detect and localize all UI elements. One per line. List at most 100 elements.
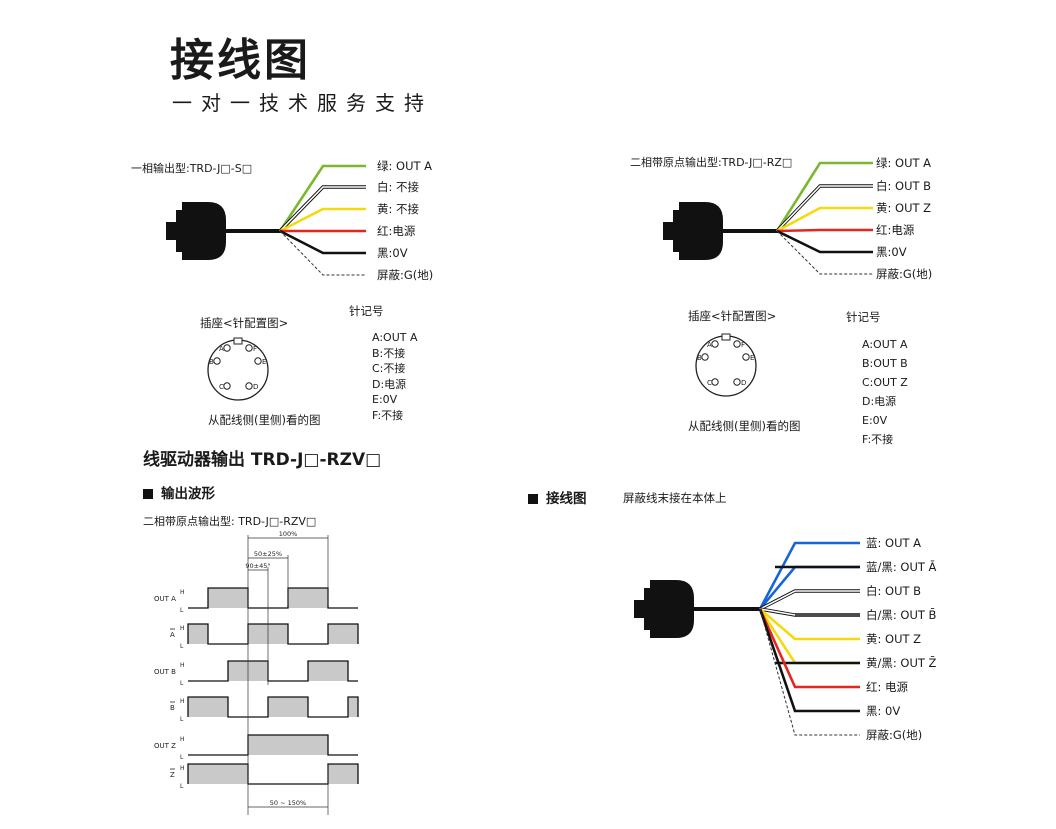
line-driver-wire-label: 黄/黑: OUT Z̄ [866,656,937,670]
single-phase-wire-shield [279,230,366,276]
encoder-shaft [663,222,673,240]
socket-pin-e [254,357,262,365]
level-low-label: L [180,783,184,790]
level-high-label: H [180,662,185,669]
level-low-label: L [180,716,184,723]
single-phase-wire-2 [279,207,366,233]
page-title: 接线图 [170,35,311,86]
two-phase-wire-label: 绿: OUT A [876,156,932,170]
dimension-label: 100% [279,530,298,538]
encoder-body [182,202,226,260]
socket-pin-d [245,382,253,390]
line-driver-wire-label: 红: 电源 [866,680,909,694]
two-phase-pin-title: 针记号 [846,310,881,324]
waveform-pulse-fill [268,697,308,717]
level-high-label: H [180,589,185,596]
line-driver-wire-2 [759,590,860,610]
socket-pin-letter: D [741,379,746,387]
encoder-body [650,580,694,638]
socket-pin-letter: E [262,358,266,366]
single-phase-wire-label: 绿: OUT A [377,159,433,173]
single-phase-socket-drawing: AB C D EF [207,337,269,401]
waveform-pulse-fill [188,624,208,644]
encoder-shaft [166,222,176,240]
socket-pin-letter: D [253,383,258,391]
heading-square-icon [143,489,153,499]
two-phase-wire-label: 屏蔽:G(地) [876,267,933,281]
waveform-trace-out-b [188,660,358,682]
socket-pin-f [733,340,741,348]
heading-square-icon [528,494,538,504]
signal-name: OUT B [154,668,176,676]
two-phase-wire-1 [776,185,873,232]
single-phase-pin-title: 针记号 [349,304,384,318]
waveform-pulse-fill [328,624,358,644]
wiring-note: 屏蔽线末接在本体上 [623,491,727,505]
socket-pin-letter: A [219,345,224,353]
socket-pin-letter: E [750,354,754,362]
pin-item: C:OUT Z [862,376,908,389]
waveform-pulse-fill [348,697,358,717]
socket-pin-c [711,378,719,386]
socket-pin-e [742,353,750,361]
line-driver-wire-label: 蓝/黑: OUT Ā [866,560,937,574]
two-phase-wire-label: 黑:0V [876,245,907,259]
waveform-pulse-fill [188,697,228,717]
line-driver-wire-6 [758,608,860,689]
waveform-pulse-fill [248,735,328,755]
socket-pin-letter: F [253,345,257,353]
socket-outline [207,339,269,401]
pin-item: E:0V [862,414,888,427]
line-driver-wire-7 [758,608,860,713]
pin-item: C:不接 [372,362,406,375]
line-driver-wire-outline-2 [759,589,860,611]
signal-name: A [170,631,175,639]
single-phase-wire-label: 白: 不接 [377,180,420,194]
socket-pin-letter: B [209,358,214,366]
socket-pin-letter: C [219,383,224,391]
socket-pin-a [711,340,719,348]
line-driver-wire-label: 黑: 0V [866,704,901,718]
waveform-heading: 输出波形 [143,482,215,502]
page-subtitle: 一对一技术服务支持 [172,91,433,115]
level-high-label: H [180,698,185,705]
socket-pin-a [223,344,231,352]
two-phase-wire-3 [776,228,873,233]
socket-pin-letter: F [741,341,745,349]
pin-item: B:不接 [372,346,406,360]
two-phase-view-caption: 从配线侧(里侧)看的图 [688,419,801,433]
encoder-body [679,202,723,260]
socket-outline [695,335,757,397]
dimension-label: 50 ~ 150% [270,799,306,807]
two-phase-wire-label: 白: OUT B [876,179,932,193]
level-high-label: H [180,625,185,632]
single-phase-wire-label: 红:电源 [377,224,416,238]
level-low-label: L [180,643,184,650]
single-phase-socket-title: 插座<针配置图> [200,316,289,330]
level-low-label: L [180,680,184,687]
waveform-trace-out-z [188,734,358,756]
waveform-pulse-fill [208,588,248,608]
single-phase-wire-label: 屏蔽:G(地) [377,268,434,282]
socket-pin-b [701,353,709,361]
single-phase-encoder-diagram [166,164,366,276]
line-driver-encoder-diagram [634,541,860,736]
two-phase-socket-title: 插座<针配置图> [688,309,777,323]
single-phase-wire-label: 黄: 不接 [377,202,420,216]
socket-key [233,337,243,345]
two-phase-wire-4 [776,229,873,254]
socket-pin-f [245,344,253,352]
socket-pin-letter: C [707,379,712,387]
line-driver-wire-label: 蓝: OUT A [866,536,922,550]
waveform-pulse-fill [188,764,248,784]
encoder-shaft [634,600,644,618]
line-driver-title: 线驱动器输出 TRD-J□-RZV□ [143,450,382,470]
socket-pin-letter: B [697,354,702,362]
waveform-pulse-fill [308,661,348,681]
single-phase-wire-4 [279,229,366,255]
waveform-trace-z-bar [187,763,359,785]
